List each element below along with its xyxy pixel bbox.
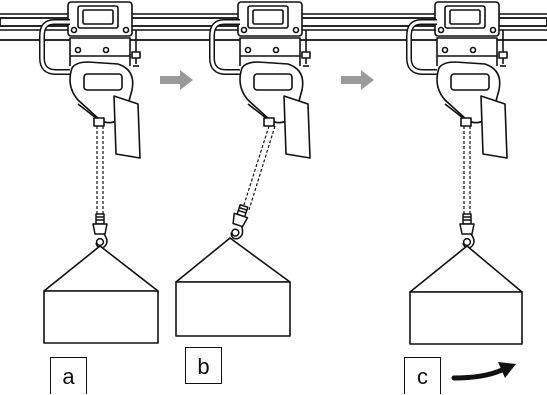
panel-label-a: a [50,357,87,394]
panel-c [409,2,523,345]
transition-arrow-2 [341,70,374,90]
panel-a [42,2,159,344]
chain-a [96,126,104,214]
panel-label-c: c [404,357,441,394]
chain-b [242,125,276,211]
chain-c [463,126,471,214]
load-c [409,245,523,345]
hook-block-a [92,213,108,249]
transition-arrow-1 [160,70,193,90]
hook-block-c [459,213,475,249]
hook-block-b [226,203,252,242]
curved-motion-arrow-icon [451,362,516,381]
load-b [175,237,291,337]
panel-b [175,2,310,337]
panel-label-b: b [185,347,222,384]
load-a [43,245,159,344]
